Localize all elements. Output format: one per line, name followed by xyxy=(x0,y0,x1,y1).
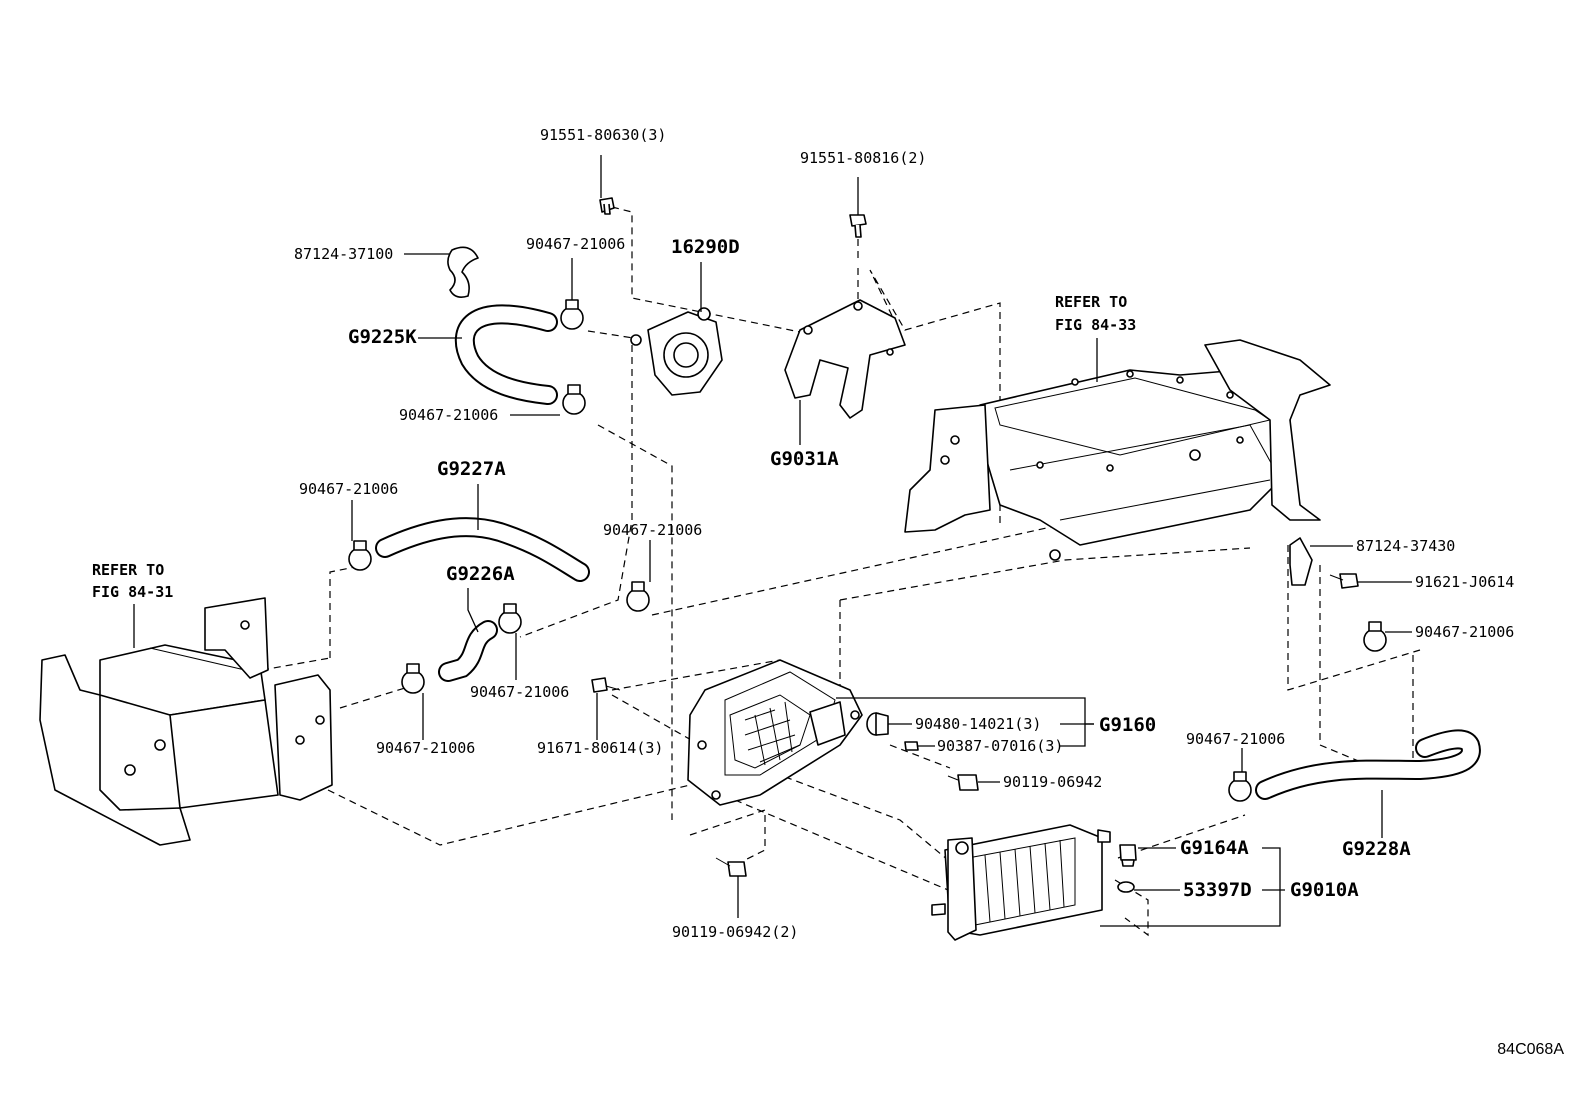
callout-16290d: 16290D xyxy=(671,236,740,258)
callout-90119-06942-2: 90119-06942(2) xyxy=(672,923,798,941)
hose-g9226a-icon xyxy=(438,620,498,682)
callout-91671-80614: 91671-80614(3) xyxy=(537,739,663,757)
refer-to-fig-84-31-line1: REFER TO xyxy=(92,561,164,579)
gasket-53397d-icon xyxy=(1117,881,1135,893)
callout-90467-21006-h: 90467-21006 xyxy=(1186,730,1285,748)
callout-g9228a: G9228A xyxy=(1342,838,1411,860)
callout-87124-37430: 87124-37430 xyxy=(1356,537,1455,555)
callout-90467-21006-d: 90467-21006 xyxy=(603,521,702,539)
leader-lines xyxy=(133,155,1412,927)
bolt-91551-80816-icon xyxy=(849,214,867,238)
callout-g9160: G9160 xyxy=(1099,714,1156,736)
callout-g9031a: G9031A xyxy=(770,448,839,470)
callout-90467-21006-c: 90467-21006 xyxy=(299,480,398,498)
callout-90119-06942: 90119-06942 xyxy=(1003,773,1102,791)
bolt-90119-06942-icon xyxy=(947,774,979,791)
callout-91551-80630: 91551-80630(3) xyxy=(540,126,666,144)
refer-to-fig-84-31-line2: FIG 84-31 xyxy=(92,583,173,601)
callout-87124-37100: 87124-37100 xyxy=(294,245,393,263)
callout-90467-21006-g: 90467-21006 xyxy=(1415,623,1514,641)
callout-g9225k: G9225K xyxy=(348,326,417,348)
drawing-code: 84C068A xyxy=(1497,1041,1564,1058)
callout-g9226a: G9226A xyxy=(446,563,515,585)
water-pump-16290d-icon xyxy=(630,307,723,396)
callout-g9164a: G9164A xyxy=(1180,837,1249,859)
hose-g9225k-icon xyxy=(454,304,558,405)
hose-g9227a-icon xyxy=(375,517,590,582)
hose-g9228a-icon xyxy=(1255,729,1481,800)
hose-clamp-icon xyxy=(348,299,1387,802)
clip-87124-37430-icon xyxy=(1289,537,1359,589)
callout-53397d: 53397D xyxy=(1183,879,1252,901)
callout-g9227a: G9227A xyxy=(437,458,506,480)
drain-plug-g9164a-icon xyxy=(1119,844,1137,867)
callout-90467-21006-f: 90467-21006 xyxy=(376,739,475,757)
callout-90480-14021: 90480-14021(3) xyxy=(915,715,1041,733)
battery-frame-assembly-icon xyxy=(39,597,333,846)
callout-90467-21006-e: 90467-21006 xyxy=(470,683,569,701)
refer-to-fig-84-33-line1: REFER TO xyxy=(1055,293,1127,311)
clip-87124-37100-icon xyxy=(447,246,479,298)
cover-plate-g9160-icon xyxy=(687,659,863,806)
radiator-g9010a-icon xyxy=(931,824,1111,941)
bolt-91551-80630-icon xyxy=(599,197,615,215)
bracket-g9031a-icon xyxy=(784,299,906,419)
refer-to-fig-84-33-line2: FIG 84-33 xyxy=(1055,316,1136,334)
inverter-assembly-icon xyxy=(904,339,1331,561)
bolt-90119-06942-2-icon xyxy=(715,857,747,877)
callout-90387-07016: 90387-07016(3) xyxy=(937,737,1063,755)
plug-90480-14021-icon xyxy=(866,712,889,736)
bolt-91671-80614-icon xyxy=(591,677,621,693)
callout-91621-j0614: 91621-J0614 xyxy=(1415,573,1514,591)
callout-91551-80816: 91551-80816(2) xyxy=(800,149,926,167)
callout-90467-21006-b: 90467-21006 xyxy=(399,406,498,424)
callout-90467-21006-a: 90467-21006 xyxy=(526,235,625,253)
callout-g9010a: G9010A xyxy=(1290,879,1359,901)
pin-90387-07016-icon xyxy=(904,741,919,751)
